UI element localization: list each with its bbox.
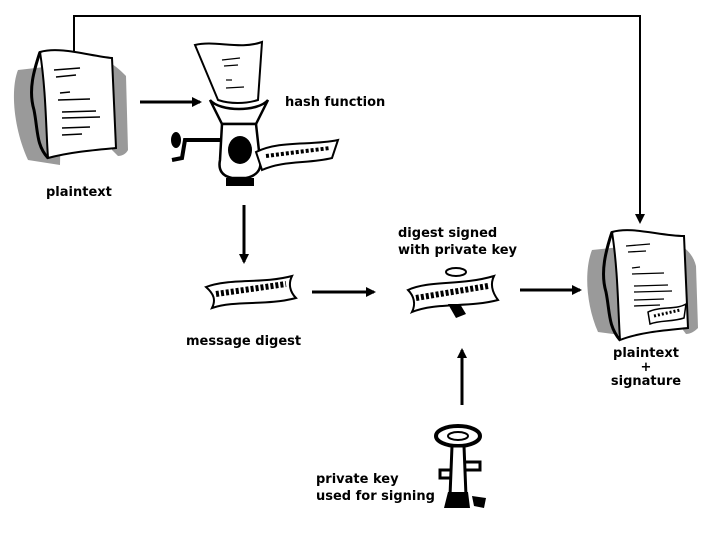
- message-digest-label: message digest: [186, 334, 301, 349]
- private-key-label-line2: used for signing: [316, 489, 435, 504]
- digest-ribbon-icon: [204, 274, 298, 310]
- digest-signed-label-line1: digest signed: [398, 226, 497, 241]
- hash-function-label: hash function: [285, 95, 385, 110]
- result-label-line1: plaintext: [613, 346, 679, 361]
- digest-signed-label-line2: with private key: [398, 243, 518, 258]
- key-icon: [434, 424, 486, 508]
- plaintext-document-icon: [13, 49, 128, 165]
- signed-document-icon: [587, 229, 698, 342]
- meat-grinder-icon: [171, 40, 340, 186]
- result-label-line2: +: [641, 360, 652, 375]
- plaintext-label: plaintext: [46, 185, 112, 200]
- bypass-arrow: [73, 15, 645, 224]
- private-key-label-line1: private key: [316, 472, 399, 487]
- result-label-line3: signature: [611, 374, 681, 389]
- signed-digest-icon: [406, 267, 500, 318]
